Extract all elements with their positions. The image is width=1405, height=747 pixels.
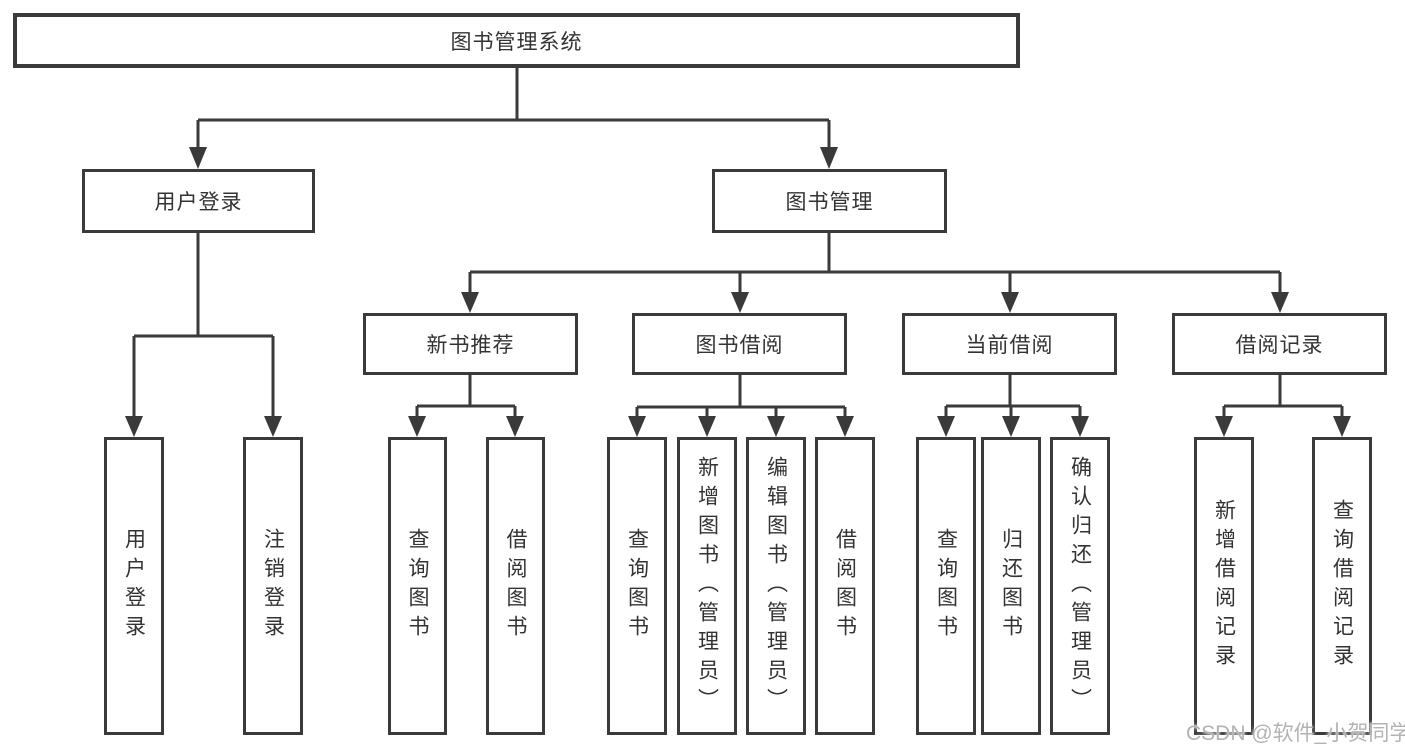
node-current-borrow: 当前借阅 [902, 313, 1117, 375]
arrowhead [767, 416, 785, 437]
connector-borrow-records-children [1222, 375, 1344, 420]
arrowhead [937, 416, 955, 437]
node-label: 归还图书 [999, 528, 1023, 644]
arrowhead [1271, 292, 1289, 313]
node-borrow-books-borrow: 借阅图书 [815, 437, 875, 735]
csdn-watermark: CSDN @软件_小贺同学 [1186, 722, 1405, 745]
node-label: 图书管理 [785, 191, 874, 214]
node-user-login: 用户登录 [82, 169, 315, 233]
node-label: 新增图书（管理员） [695, 455, 719, 717]
arrowhead [1215, 416, 1233, 437]
node-query-books-current: 查询图书 [916, 437, 976, 735]
connector-root-to-level2 [196, 66, 831, 152]
node-add-book-admin: 新增图书（管理员） [677, 437, 737, 735]
node-label: 编辑图书（管理员） [764, 455, 788, 717]
arrowhead [408, 416, 426, 437]
node-label: 查询图书 [625, 528, 649, 644]
connector-book-borrow-children [635, 375, 847, 420]
node-logout-action: 注销登录 [243, 437, 303, 735]
node-borrow-books-recommend: 借阅图书 [486, 437, 545, 735]
arrowhead [125, 416, 143, 437]
arrowhead [506, 416, 524, 437]
node-label: 当前借阅 [965, 334, 1054, 357]
node-add-borrow-record: 新增借阅记录 [1194, 437, 1254, 735]
arrowhead [836, 416, 854, 437]
node-label: 借阅记录 [1235, 334, 1324, 357]
node-edit-book-admin: 编辑图书（管理员） [746, 437, 806, 735]
connector-book-management-children [468, 233, 1282, 296]
node-label: 查询图书 [406, 528, 429, 644]
arrowhead [1333, 416, 1351, 437]
arrowhead [1002, 416, 1020, 437]
node-label: 用户登录 [154, 191, 243, 214]
arrowhead [189, 147, 207, 169]
node-library-management-system: 图书管理系统 [13, 13, 1020, 68]
node-label: 新增借阅记录 [1212, 499, 1236, 673]
node-borrow-records: 借阅记录 [1172, 313, 1387, 375]
connector-new-book-recommend-children [415, 375, 517, 420]
node-return-books: 归还图书 [981, 437, 1041, 735]
node-label: 借阅图书 [833, 528, 857, 644]
arrowheads [125, 147, 1351, 437]
arrowhead [628, 416, 646, 437]
node-label: 查询图书 [934, 528, 958, 644]
arrowhead [461, 292, 479, 313]
node-book-borrow: 图书借阅 [632, 313, 847, 375]
node-query-borrow-record: 查询借阅记录 [1312, 437, 1372, 735]
node-label: 新书推荐 [426, 334, 515, 357]
node-book-management: 图书管理 [712, 169, 947, 233]
node-confirm-return-admin: 确认归还（管理员） [1050, 437, 1110, 735]
arrowhead [1001, 292, 1019, 313]
node-label: 注销登录 [261, 528, 285, 644]
node-query-books-borrow: 查询图书 [607, 437, 667, 735]
arrowhead [264, 416, 282, 437]
node-user-login-action: 用户登录 [104, 437, 164, 735]
node-label: 查询借阅记录 [1330, 499, 1354, 673]
arrowhead [731, 292, 749, 313]
connector-user-login-children [132, 233, 275, 420]
node-label: 图书管理系统 [450, 30, 583, 54]
node-new-book-recommend: 新书推荐 [363, 313, 578, 375]
connector-current-borrow-children [944, 375, 1082, 420]
arrowhead [820, 147, 838, 169]
node-label: 确认归还（管理员） [1068, 455, 1092, 717]
node-label: 用户登录 [122, 528, 146, 644]
node-label: 图书借阅 [695, 334, 784, 357]
arrowhead [1071, 416, 1089, 437]
node-label: 借阅图书 [504, 528, 527, 644]
arrowhead [698, 416, 716, 437]
node-query-books-recommend: 查询图书 [388, 437, 447, 735]
